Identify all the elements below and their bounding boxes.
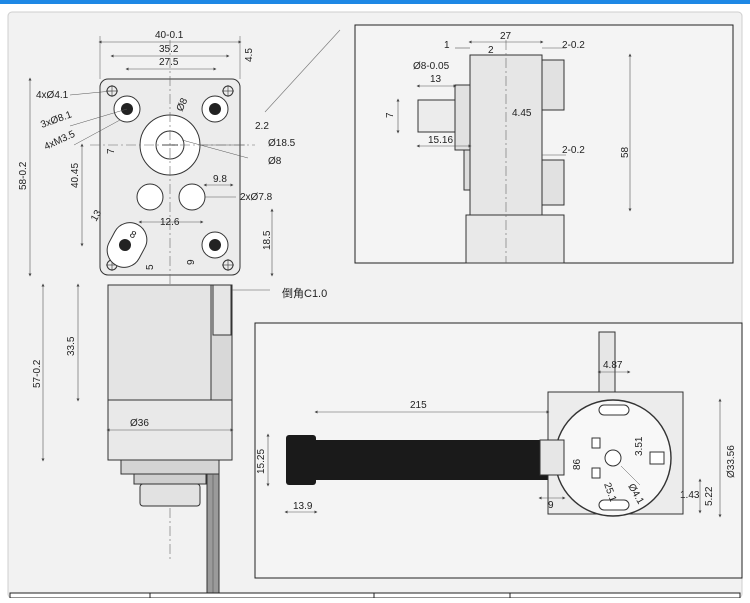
side-dim-27: 27 bbox=[500, 31, 512, 42]
cable-tube bbox=[286, 435, 316, 485]
chamfer-note: 倒角C1.0 bbox=[282, 287, 327, 300]
side-dim-13: 13 bbox=[430, 74, 442, 85]
side-view: 27 1 2 2-0.2 Ø8-0.05 13 7 4.45 15.16 2-0… bbox=[354, 24, 734, 264]
dim-98: 9.8 bbox=[213, 174, 227, 185]
rear-dim-351: 3.51 bbox=[634, 436, 645, 456]
dim-motor-mid: 33.5 bbox=[66, 336, 77, 356]
rear-dim-139: 13.9 bbox=[293, 501, 313, 512]
dim-13: 13 bbox=[89, 208, 104, 224]
dim-boss-dia: Ø18.5 bbox=[268, 138, 296, 149]
bottom-table-stub bbox=[9, 592, 741, 599]
side-dim-2: 2 bbox=[488, 45, 494, 56]
rear-dim-1525: 15.25 bbox=[256, 449, 267, 474]
top-accent-bar bbox=[0, 0, 750, 4]
side-dim-7: 7 bbox=[385, 112, 396, 118]
dim-motor-dia: Ø36 bbox=[130, 418, 149, 429]
side-dim-58: 58 bbox=[620, 146, 631, 158]
rear-dim-215: 215 bbox=[410, 400, 427, 411]
rear-dim-487: 4.87 bbox=[603, 360, 623, 371]
dim-h-4045: 40.45 bbox=[70, 163, 81, 188]
side-dim-1516: 15.16 bbox=[428, 135, 453, 146]
dim-seven: 7 bbox=[106, 148, 117, 154]
rear-dim-3356: Ø33.56 bbox=[726, 445, 737, 478]
dim-8: 8 bbox=[128, 229, 139, 242]
dim-inner-span: 27.5 bbox=[159, 57, 179, 68]
dim-holes-2: 2xØ7.8 bbox=[240, 192, 273, 203]
rear-dim-86: 86 bbox=[572, 458, 583, 470]
front-view: 40-0.1 35.2 27.5 4.5 4xØ4.1 3xØ8.1 4xM3.… bbox=[18, 29, 341, 599]
dim-center-hole: Ø8 bbox=[175, 96, 191, 113]
dim-motor-len: 57-0.2 bbox=[32, 359, 43, 388]
side-dim-2-02-top: 2-0.2 bbox=[562, 40, 585, 51]
rear-dim-9: 9 bbox=[548, 500, 554, 511]
side-dim-1: 1 bbox=[444, 40, 450, 51]
rear-dim-143: 1.43 bbox=[680, 490, 700, 501]
rear-dim-522: 5.22 bbox=[704, 486, 715, 506]
dim-top-gap: 4.5 bbox=[244, 48, 255, 62]
dim-h-58: 58-0.2 bbox=[18, 161, 29, 190]
dim-126: 12.6 bbox=[160, 217, 180, 228]
dim-offset: 2.2 bbox=[255, 121, 269, 132]
dim-hole-span: 35.2 bbox=[159, 44, 179, 55]
side-dim-445: 4.45 bbox=[512, 108, 532, 119]
side-dim-2-02-bot: 2-0.2 bbox=[562, 145, 585, 156]
dim-5: 5 bbox=[145, 264, 156, 270]
dim-shaft: Ø8 bbox=[268, 156, 282, 167]
side-dim-shaft: Ø8-0.05 bbox=[413, 61, 450, 72]
rear-view: 215 15.25 13.9 4.87 3.51 Ø33.56 25.1 86 … bbox=[254, 322, 743, 579]
dim-width-overall: 40-0.1 bbox=[155, 30, 184, 41]
dim-9: 9 bbox=[186, 259, 197, 265]
dim-corner-holes: 4xØ4.1 bbox=[36, 90, 69, 101]
dim-185: 18.5 bbox=[262, 230, 273, 250]
